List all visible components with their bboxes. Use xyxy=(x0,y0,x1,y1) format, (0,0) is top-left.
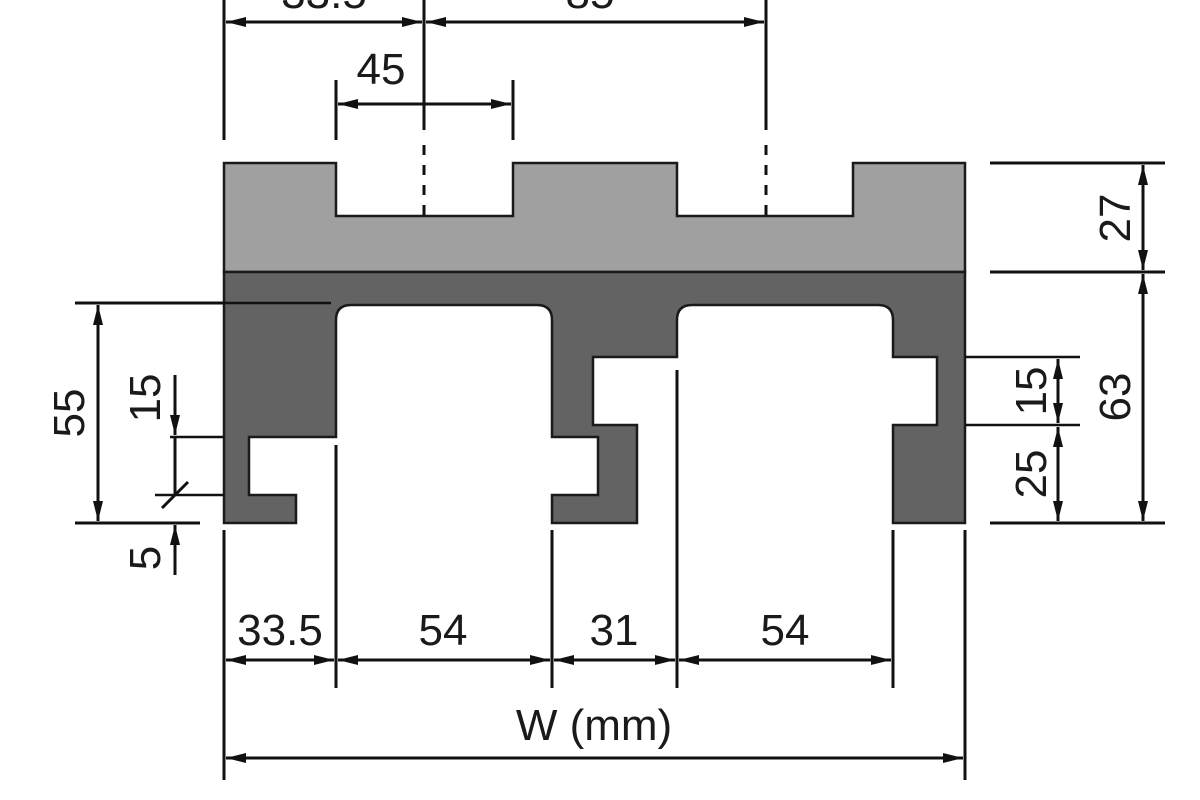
right-dimensions: 27 63 15 25 xyxy=(965,161,1165,525)
bottom-seg3-label: 31 xyxy=(590,606,639,655)
slot-width-label: 45 xyxy=(357,45,406,94)
upper-rail xyxy=(222,161,967,274)
bottom-seg1-label: 33.5 xyxy=(237,606,323,655)
lower-body xyxy=(222,270,967,525)
lower-height-label: 63 xyxy=(1091,373,1140,422)
bottom-seg4-label: 54 xyxy=(761,606,810,655)
top-partial-left-label: 33.5 xyxy=(281,0,367,18)
top-dimensions: 33.5 85 45 xyxy=(222,0,768,222)
bottom-seg2-label: 54 xyxy=(419,606,468,655)
foot-height-label: 25 xyxy=(1007,450,1056,499)
total-height-label: 55 xyxy=(45,389,94,438)
top-partial-right-label: 85 xyxy=(566,0,615,18)
left-dimensions: 55 15 5 xyxy=(45,301,224,575)
bottom-dimensions: 33.5 54 31 54 W (mm) xyxy=(222,370,967,780)
upper-height-label: 27 xyxy=(1091,194,1140,243)
width-label: W (mm) xyxy=(516,701,672,750)
profile-body xyxy=(222,161,967,525)
hook-lip-label: 5 xyxy=(121,546,170,570)
notch-height-label: 15 xyxy=(1007,367,1056,416)
hook-height-label: 15 xyxy=(121,374,170,423)
